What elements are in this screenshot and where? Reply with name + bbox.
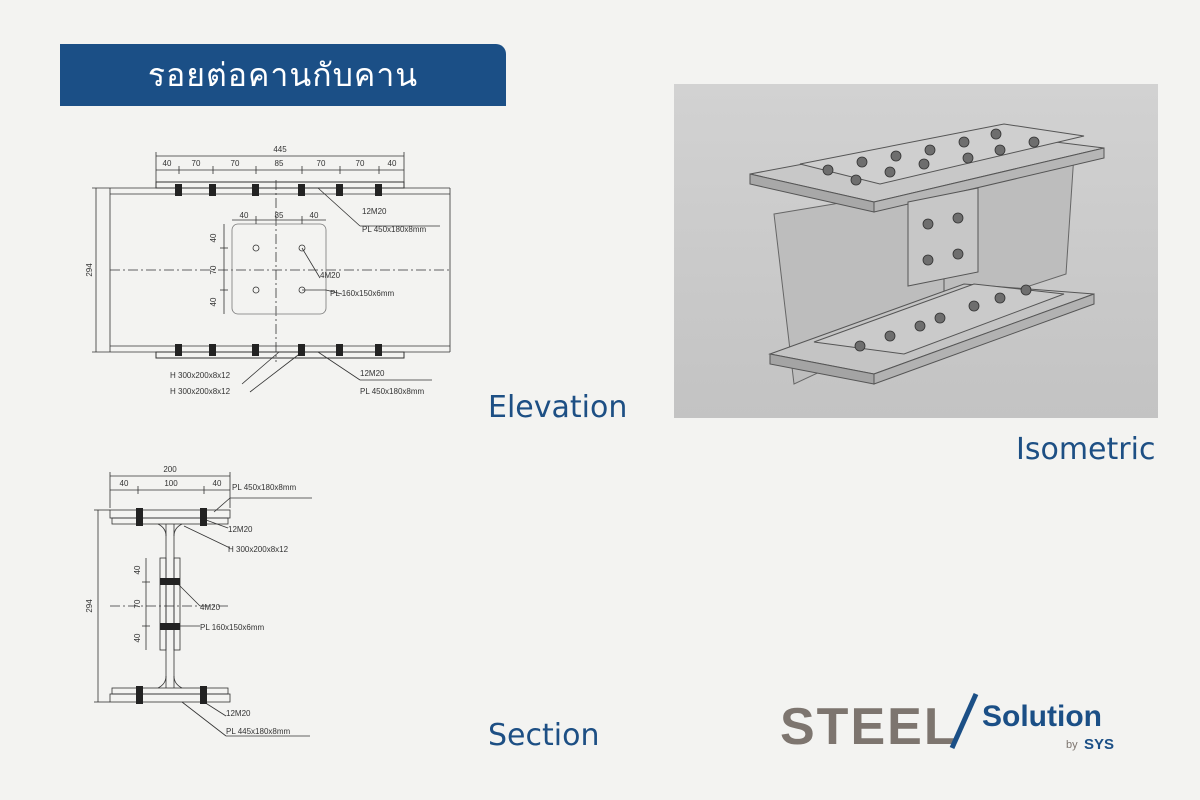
dim-depth: 294	[85, 263, 94, 277]
dim-top-4: 85	[275, 159, 284, 168]
logo-brand: STEEL	[780, 698, 958, 756]
caption-section: Section	[488, 718, 600, 753]
section-dim-vert-2: 70	[133, 599, 142, 608]
dim-web-vert-1: 40	[209, 233, 218, 242]
section-dim-3: 40	[213, 479, 222, 488]
label-flange-bolts: 12M20	[362, 207, 387, 216]
section-drawing: 200 40 100 40 294 40 70 40 PL 450x180x8m…	[85, 465, 312, 737]
logo-slash	[949, 692, 979, 750]
section-label-bottom-bolts: 12M20	[226, 709, 251, 718]
section-label-top-plate: PL 450x180x8mm	[232, 483, 297, 492]
section-label-web-bolts: 4M20	[200, 603, 221, 612]
label-beam-1: H 300x200x8x12	[170, 371, 231, 380]
elevation-drawing: 445 40 70 70 85 70 70 40 40 85 40 40 70 …	[85, 145, 451, 396]
page-title: รอยต่อคานกับคาน	[147, 55, 419, 94]
section-label-beam: H 300x200x8x12	[228, 545, 289, 554]
dim-top-7: 40	[388, 159, 397, 168]
logo-by: by	[1066, 739, 1078, 751]
caption-isometric: Isometric	[1016, 432, 1156, 467]
steel-solution-logo: STEEL Solution by SYS	[780, 692, 1114, 756]
caption-elevation: Elevation	[488, 390, 628, 425]
dim-web-1: 40	[240, 211, 249, 220]
dim-web-vert-2: 70	[209, 265, 218, 274]
title-banner: รอยต่อคานกับคาน	[60, 44, 506, 106]
logo-maker: SYS	[1084, 736, 1114, 753]
dim-web-vert-3: 40	[209, 297, 218, 306]
label-bottom-bolts: 12M20	[360, 369, 385, 378]
isometric-render	[674, 84, 1158, 418]
section-dim-vert-3: 40	[133, 633, 142, 642]
dim-top-2: 70	[192, 159, 201, 168]
section-dim-width: 200	[163, 465, 177, 474]
section-label-top-bolts: 12M20	[228, 525, 253, 534]
dim-top-6: 70	[356, 159, 365, 168]
label-beam-2: H 300x200x8x12	[170, 387, 231, 396]
section-dim-1: 40	[120, 479, 129, 488]
label-flange-plate: PL 450x180x8mm	[362, 225, 427, 234]
section-label-bottom-plate: PL 445x180x8mm	[226, 727, 291, 736]
logo-product: Solution	[982, 700, 1102, 733]
section-label-web-plate: PL 160x150x6mm	[200, 623, 265, 632]
dim-web-3: 40	[310, 211, 319, 220]
label-bottom-plate: PL 450x180x8mm	[360, 387, 425, 396]
section-dim-vert-1: 40	[133, 565, 142, 574]
dim-top-5: 70	[317, 159, 326, 168]
section-dim-2: 100	[164, 479, 178, 488]
dim-overall: 445	[273, 145, 287, 154]
label-web-bolts: 4M20	[320, 271, 341, 280]
dim-top-1: 40	[163, 159, 172, 168]
dim-top-3: 70	[231, 159, 240, 168]
dim-web-2: 85	[275, 211, 284, 220]
label-web-plate: PL 160x150x6mm	[330, 289, 395, 298]
section-dim-depth: 294	[85, 599, 94, 613]
